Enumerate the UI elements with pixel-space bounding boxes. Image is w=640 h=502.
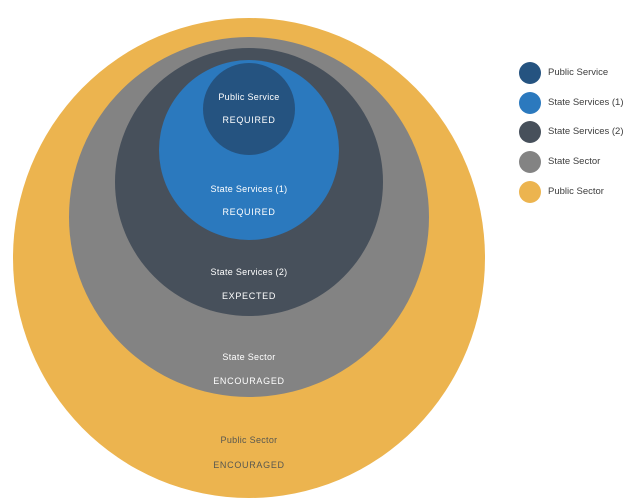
legend-swatch-public-service <box>519 62 541 84</box>
ring-public-service[interactable] <box>203 63 295 155</box>
ring-status-public-sector: ENCOURAGED <box>213 460 285 470</box>
ring-status-state-services-2: EXPECTED <box>221 291 277 301</box>
legend-label: Public Service <box>548 67 609 78</box>
legend-item-state-services-1[interactable]: State Services (1) <box>519 92 624 114</box>
legend-label: State Sector <box>548 156 601 167</box>
ring-status-state-sector: ENCOURAGED <box>213 376 285 386</box>
legend-swatch-state-services-2 <box>519 121 541 143</box>
legend-item-state-services-2[interactable]: State Services (2) <box>519 121 624 143</box>
legend-label: State Services (1) <box>548 97 624 108</box>
legend-label: State Services (2) <box>548 126 624 137</box>
legend-item-public-service[interactable]: Public Service <box>519 62 608 84</box>
ring-status-public-service: REQUIRED <box>222 115 276 125</box>
legend-swatch-public-sector <box>519 181 541 203</box>
ring-label-state-services-2: State Services (2) <box>210 267 288 277</box>
ring-label-public-sector: Public Sector <box>220 435 278 445</box>
legend-item-state-sector[interactable]: State Sector <box>519 151 600 173</box>
ring-status-state-services-1: REQUIRED <box>222 207 276 217</box>
ring-label-public-service: Public Service <box>218 92 280 102</box>
legend-swatch-state-sector <box>519 151 541 173</box>
ring-label-state-sector: State Sector <box>222 352 276 362</box>
legend-swatch-state-services-1 <box>519 92 541 114</box>
legend-item-public-sector[interactable]: Public Sector <box>519 181 604 203</box>
ring-label-state-services-1: State Services (1) <box>210 184 288 194</box>
legend-label: Public Sector <box>548 186 604 197</box>
